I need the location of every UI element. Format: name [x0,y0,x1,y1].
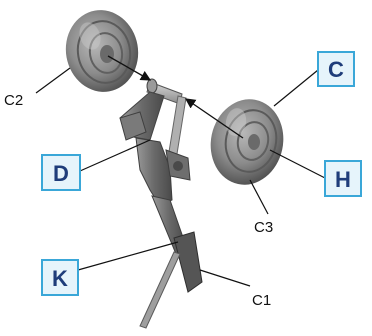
wheel-c2 [65,10,139,92]
label-c-text: C [328,57,344,82]
arrow-wheel-c2-to-axle [107,55,152,81]
leader-c1 [199,269,251,287]
arrow-wheel-c3-to-axle [184,98,244,139]
leader-lines [35,67,326,287]
leader-c3 [249,179,269,215]
leader-h [269,149,326,179]
wheel-c3 [210,99,284,185]
label-box-d: D [41,154,81,191]
label-d-text: D [53,161,69,186]
label-box-h: H [324,160,362,197]
label-c1: C1 [252,292,271,309]
leader-c2 [35,67,71,94]
label-box-c: C [317,51,355,87]
label-h-text: H [335,167,351,192]
label-box-k: K [41,259,79,296]
strut-assembly [119,91,203,329]
assembly-arrows [107,55,244,139]
leader-k [77,241,179,271]
label-k-text: K [52,266,68,291]
leader-c [273,69,319,107]
leader-d [79,139,151,172]
label-c3: C3 [254,219,273,236]
label-c2: C2 [4,92,23,109]
